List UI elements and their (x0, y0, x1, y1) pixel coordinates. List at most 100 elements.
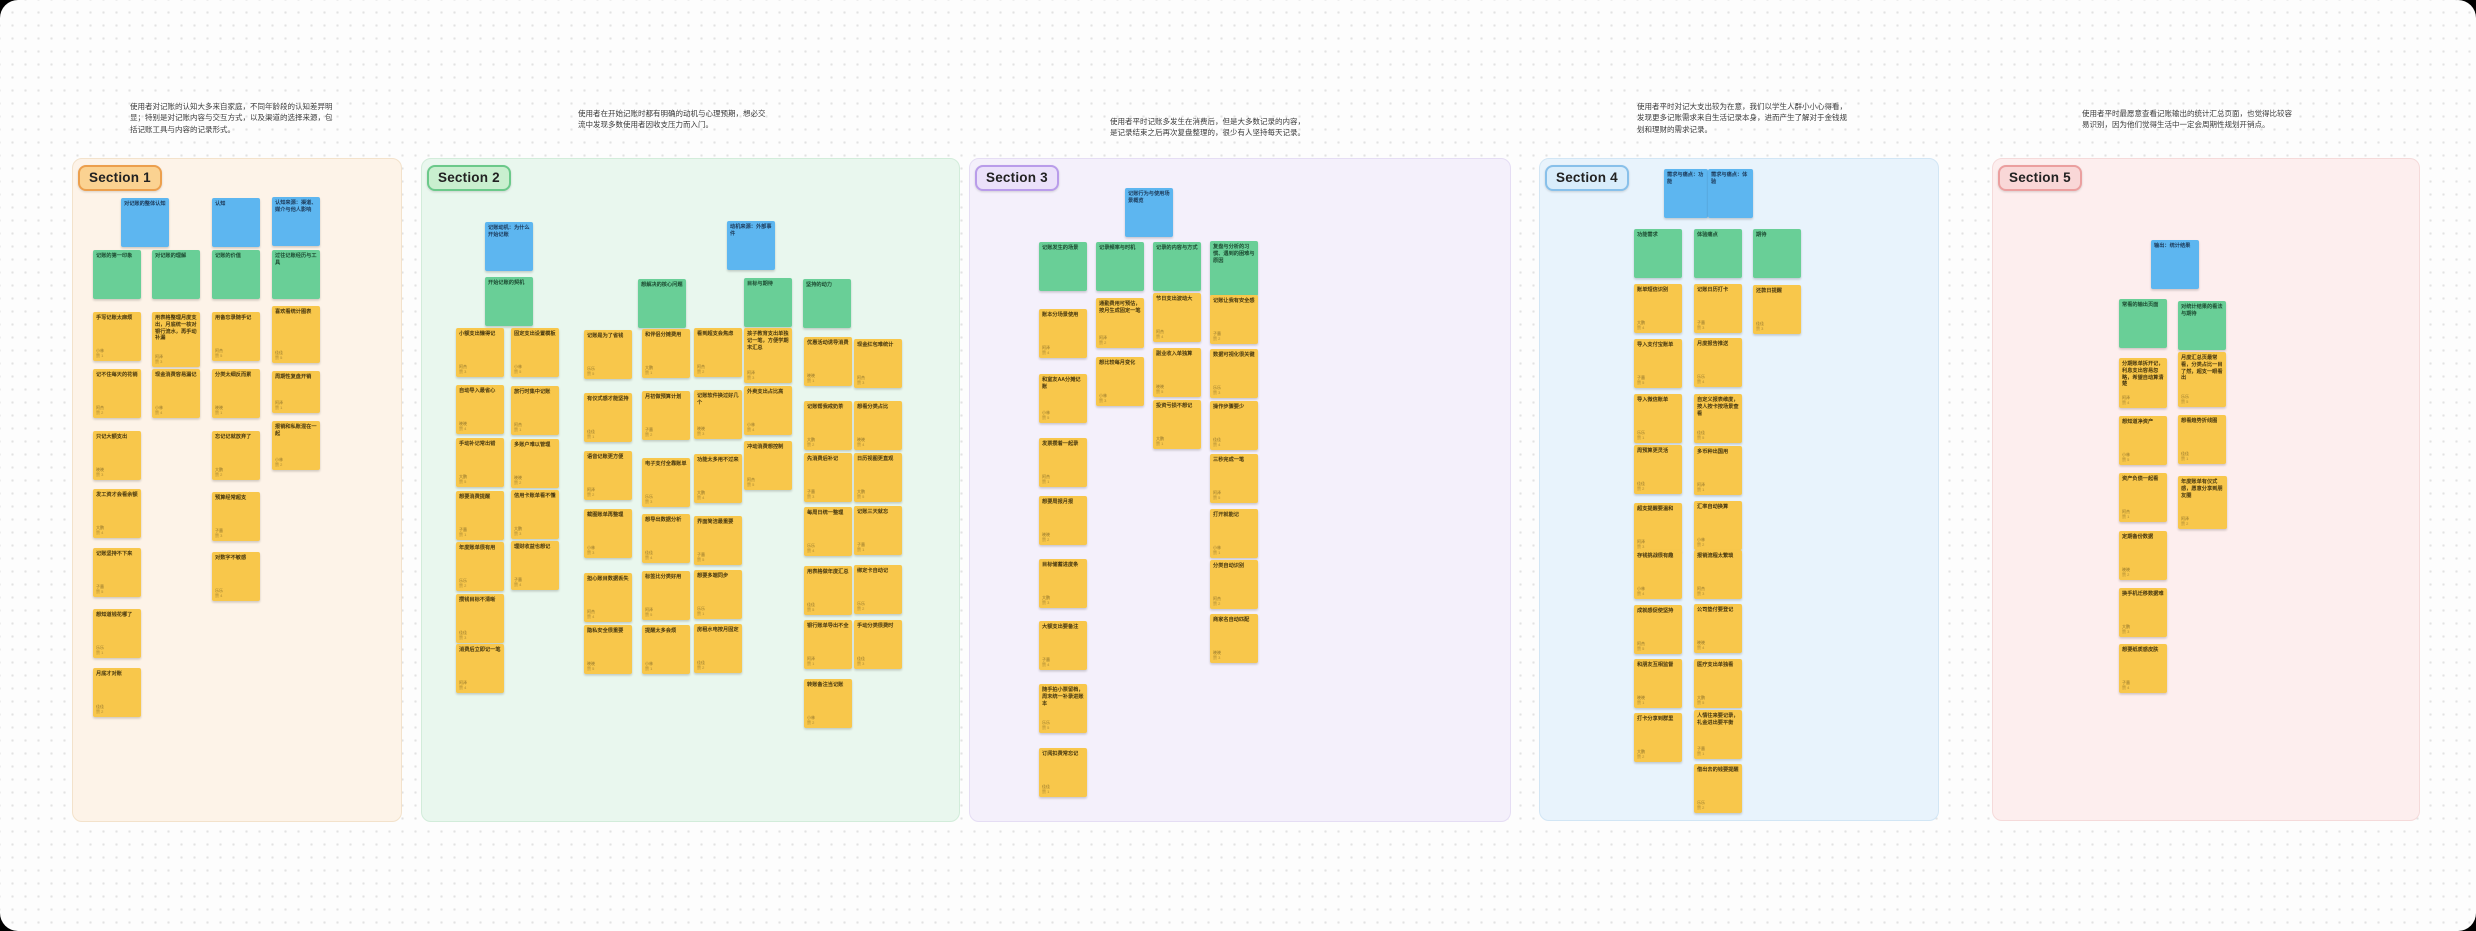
sticky-note-yellow[interactable]: 医疗支出单独看大鹏赞 5 (1694, 659, 1742, 708)
sticky-note-yellow[interactable]: 分期账单拆开记，利息支出容易忽略，希望自动算清楚阿泽赞 4 (2119, 358, 2167, 408)
sticky-note-yellow[interactable]: 担心账目数据丢失阿杰赞 4 (584, 573, 632, 622)
sticky-note-yellow[interactable]: 年度账单有仪式感，愿意分享到朋友圈阿泽赞 2 (2178, 476, 2227, 529)
sticky-note-yellow[interactable]: 功能太多用不过来大鹏赞 4 (694, 454, 742, 503)
sticky-note-yellow[interactable]: 每周日统一整理乐乐赞 4 (804, 507, 852, 556)
sticky-note-blue[interactable]: 对记账的整体认知 (121, 198, 169, 247)
sticky-note-yellow[interactable]: 打卡分享到群里大鹏赞 2 (1634, 713, 1682, 762)
sticky-note-yellow[interactable]: 报销和私账混在一起小林赞 2 (272, 421, 320, 470)
sticky-note-yellow[interactable]: 想知道钱花哪了乐乐赞 1 (93, 609, 141, 658)
sticky-note-yellow[interactable]: 超支提醒要温和阿泽赞 3 (1634, 503, 1682, 552)
section-1-label-pill[interactable]: Section 1 (78, 165, 162, 191)
sticky-note-yellow[interactable]: 忘记记就放弃了大鹏赞 2 (212, 431, 260, 480)
sticky-note-yellow[interactable]: 先消费后补记子墨赞 3 (804, 453, 852, 502)
sticky-note-yellow[interactable]: 记账帮我戒奶茶大鹏赞 2 (804, 401, 852, 450)
sticky-note-yellow[interactable]: 还款日提醒佳佳赞 3 (1753, 285, 1801, 334)
sticky-note-blue[interactable]: 记账行为与使用场景概览 (1125, 188, 1173, 237)
sticky-note-yellow[interactable]: 周期性复盘开销阿泽赞 1 (272, 371, 320, 413)
sticky-note-green[interactable]: 记账的价值 (212, 250, 260, 299)
sticky-note-yellow[interactable]: 成就感促使坚持阿杰赞 5 (1634, 605, 1682, 654)
section-3-label-pill[interactable]: Section 3 (975, 165, 1059, 191)
sticky-note-yellow[interactable]: 副业收入单独算晓晓赞 5 (1153, 348, 1201, 397)
sticky-note-yellow[interactable]: 月度汇总页最常看，分类占比一目了然，超支一眼看出乐乐赞 5 (2178, 352, 2226, 407)
sticky-note-green[interactable]: 期待 (1753, 229, 1801, 278)
sticky-note-blue[interactable]: 需求与痛点：体验 (1708, 169, 1753, 218)
sticky-note-yellow[interactable]: 隐私安全很重要晓晓赞 5 (584, 625, 632, 674)
sticky-note-yellow[interactable]: 手写记账太麻烦小林赞 1 (93, 312, 141, 361)
sticky-note-yellow[interactable]: 电子支付全靠账单乐乐赞 3 (642, 458, 690, 507)
sticky-note-green[interactable]: 对统计结果的看法与期待 (2178, 301, 2226, 350)
sticky-note-yellow[interactable]: 对数字不敏感乐乐赞 4 (212, 552, 260, 601)
sticky-note-yellow[interactable]: 标签比分类好用阿泽赞 5 (642, 571, 690, 620)
sticky-note-yellow[interactable]: 投资亏损不想记大鹏赞 1 (1153, 400, 1201, 449)
sticky-note-yellow[interactable]: 小额支出懒得记阿杰赞 3 (456, 328, 504, 377)
sticky-note-yellow[interactable]: 想比较每月变化小林赞 3 (1096, 357, 1144, 406)
sticky-note-yellow[interactable]: 定期备份数据晓晓赞 2 (2119, 531, 2167, 580)
section-4-label-pill[interactable]: Section 4 (1545, 165, 1629, 191)
sticky-note-green[interactable]: 复盘与分析的习惯、遇到的困难与原因 (1210, 241, 1258, 296)
sticky-note-green[interactable]: 过往记账经历与工具 (272, 250, 320, 299)
sticky-note-yellow[interactable]: 绑定卡自动记乐乐赞 2 (854, 565, 902, 614)
sticky-note-yellow[interactable]: 账本分场景使用阿泽赞 4 (1039, 309, 1087, 358)
sticky-note-yellow[interactable]: 人情往来要记录，礼金进出要平衡子墨赞 1 (1694, 710, 1742, 759)
sticky-note-yellow[interactable]: 想知道净资产小林赞 5 (2119, 416, 2167, 465)
sticky-note-yellow[interactable]: 现金红包难统计阿杰赞 3 (854, 339, 902, 388)
sticky-note-yellow[interactable]: 提醒太多会烦小林赞 1 (642, 625, 690, 674)
sticky-note-yellow[interactable]: 三秒完成一笔阿泽赞 5 (1210, 454, 1258, 503)
sticky-note-yellow[interactable]: 记账坚持不下来子墨赞 5 (93, 548, 141, 597)
sticky-note-yellow[interactable]: 通勤费用可预估，按月生成固定一笔阿泽赞 2 (1096, 298, 1144, 348)
sticky-note-yellow[interactable]: 记账三天就忘子墨赞 1 (854, 506, 902, 555)
sticky-note-yellow[interactable]: 记账让我有安全感子墨赞 2 (1210, 295, 1258, 344)
sticky-note-yellow[interactable]: 想看趋势折线图佳佳赞 1 (2178, 415, 2226, 464)
section-2-label-pill[interactable]: Section 2 (427, 165, 511, 191)
sticky-note-green[interactable]: 体验痛点 (1694, 229, 1742, 278)
sticky-note-yellow[interactable]: 用备忘录随手记阿杰赞 5 (212, 312, 260, 361)
sticky-note-yellow[interactable]: 和伴侣分摊费用大鹏赞 1 (642, 329, 690, 378)
sticky-note-yellow[interactable]: 用表格整理月度支出，月底统一核对银行流水，再手动补漏阿泽赞 3 (152, 312, 200, 367)
sticky-note-yellow[interactable]: 周预算更灵活佳佳赞 2 (1634, 445, 1682, 494)
sticky-note-yellow[interactable]: 消费后立即记一笔阿泽赞 4 (456, 644, 504, 693)
sticky-note-yellow[interactable]: 月底才对账佳佳赞 2 (93, 668, 141, 717)
sticky-note-yellow[interactable]: 手动补记常出错大鹏赞 5 (456, 438, 504, 487)
sticky-note-yellow[interactable]: 导入微信账单乐乐赞 1 (1634, 394, 1682, 443)
sticky-note-yellow[interactable]: 语音记账更方便阿泽赞 2 (584, 451, 632, 500)
sticky-note-yellow[interactable]: 和室友AA分摊记账小林赞 5 (1039, 374, 1087, 423)
sticky-note-yellow[interactable]: 资产负债一起看阿杰赞 1 (2119, 473, 2167, 522)
sticky-note-yellow[interactable]: 看到超支会焦虑阿杰赞 2 (694, 328, 742, 377)
sticky-note-yellow[interactable]: 优惠活动诱导消费晓晓赞 1 (804, 337, 852, 386)
sticky-note-yellow[interactable]: 外卖支出占比高小林赞 4 (744, 386, 792, 435)
sticky-note-yellow[interactable]: 旅行时集中记账阿杰赞 1 (511, 386, 559, 435)
sticky-note-yellow[interactable]: 大额支出要备注子墨赞 4 (1039, 621, 1087, 670)
sticky-note-yellow[interactable]: 和朋友互相监督晓晓赞 1 (1634, 659, 1682, 708)
sticky-note-yellow[interactable]: 想要纸质感皮肤子墨赞 4 (2119, 644, 2167, 693)
sticky-note-yellow[interactable]: 报销流程太繁琐阿杰赞 3 (1694, 550, 1742, 599)
sticky-note-yellow[interactable]: 发工资才会看余额大鹏赞 4 (93, 489, 141, 538)
sticky-note-yellow[interactable]: 年度账单很有用乐乐赞 2 (456, 542, 504, 591)
sticky-note-yellow[interactable]: 导入支付宝账单子墨赞 5 (1634, 339, 1682, 388)
sticky-note-yellow[interactable]: 发票攒着一起录阿杰赞 1 (1039, 438, 1087, 487)
sticky-note-yellow[interactable]: 打开就能记小林赞 1 (1210, 509, 1258, 558)
sticky-note-yellow[interactable]: 月初做预算计划子墨赞 2 (642, 391, 690, 440)
sticky-note-yellow[interactable]: 想看分类占比晓晓赞 4 (854, 401, 902, 450)
sticky-note-blue[interactable]: 输出：统计结果 (2151, 240, 2199, 289)
sticky-note-yellow[interactable]: 手动分类很费时佳佳赞 3 (854, 620, 902, 669)
sticky-note-green[interactable]: 对记账的理解 (152, 250, 200, 299)
sticky-note-yellow[interactable]: 商家名自动匹配晓晓赞 3 (1210, 614, 1258, 663)
sticky-note-yellow[interactable]: 预算经常超支子墨赞 3 (212, 492, 260, 541)
sticky-note-yellow[interactable]: 截图账单再整理小林赞 3 (584, 509, 632, 558)
sticky-note-yellow[interactable]: 账单短信识别大鹏赞 4 (1634, 284, 1682, 333)
sticky-note-yellow[interactable]: 只记大额支出晓晓赞 3 (93, 431, 141, 480)
sticky-note-yellow[interactable]: 日历视图更直观大鹏赞 5 (854, 453, 902, 502)
sticky-note-yellow[interactable]: 目标储蓄进度条大鹏赞 3 (1039, 559, 1087, 608)
sticky-note-yellow[interactable]: 想要周报月报晓晓赞 2 (1039, 496, 1087, 545)
sticky-note-yellow[interactable]: 操作步骤要少佳佳赞 4 (1210, 401, 1258, 450)
sticky-note-yellow[interactable]: 喜欢看统计图表佳佳赞 5 (272, 306, 320, 363)
sticky-note-yellow[interactable]: 理财收益也想记子墨赞 4 (511, 541, 559, 590)
sticky-note-yellow[interactable]: 攒钱目标不清晰佳佳赞 3 (456, 594, 504, 643)
sticky-note-yellow[interactable]: 冲动消费想控制阿杰赞 5 (744, 441, 792, 490)
sticky-note-yellow[interactable]: 想要消费提醒子墨赞 1 (456, 491, 504, 540)
sticky-note-yellow[interactable]: 换手机迁移数据难大鹏赞 3 (2119, 588, 2167, 637)
sticky-note-green[interactable]: 记账发生的场景 (1039, 242, 1087, 291)
sticky-note-yellow[interactable]: 公司垫付要登记晓晓赞 4 (1694, 604, 1742, 653)
sticky-note-green[interactable]: 坚持的动力 (803, 279, 851, 328)
sticky-note-yellow[interactable]: 房租水电按月固定佳佳赞 2 (694, 624, 742, 673)
